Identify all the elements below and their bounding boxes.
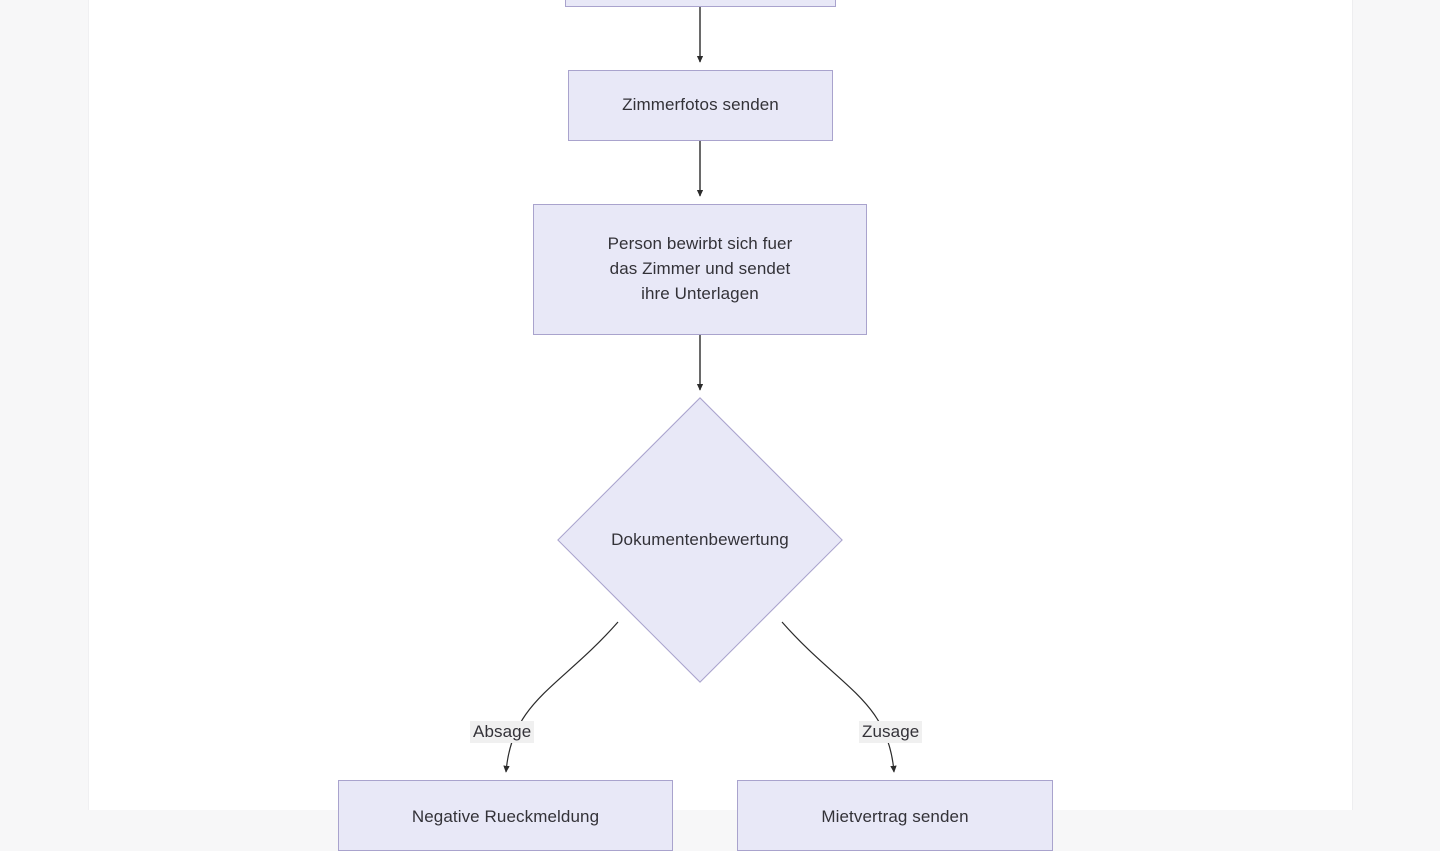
edge-label-zusage: Zusage [859,721,923,743]
node-label: Dokumentenbewertung [611,530,789,549]
node-label: Negative Rueckmeldung [411,807,600,826]
node-zimmerfotos-senden[interactable]: Zimmerfotos senden [568,70,833,141]
node-person-bewirbt-sich[interactable]: Person bewirbt sich fuer das Zimmer und … [533,204,867,335]
node-label: Person bewirbt sich fuer das Zimmer und … [607,234,793,303]
node-label: Mietvertrag senden [821,807,969,826]
diagram-stage: Zimmerfotos senden Person bewirbt sich f… [88,0,1353,851]
edge-label-absage: Absage [470,721,535,743]
node-negative-rueckmeldung[interactable]: Negative Rueckmeldung [338,780,673,851]
edge-label-text: Zusage [862,722,920,741]
node-mietvertrag-senden[interactable]: Mietvertrag senden [737,780,1053,851]
node-start-clipped[interactable] [565,0,836,7]
edge-label-text: Absage [473,722,532,741]
node-label: Zimmerfotos senden [622,95,779,114]
node-dokumentenbewertung[interactable]: Dokumentenbewertung [557,397,843,683]
